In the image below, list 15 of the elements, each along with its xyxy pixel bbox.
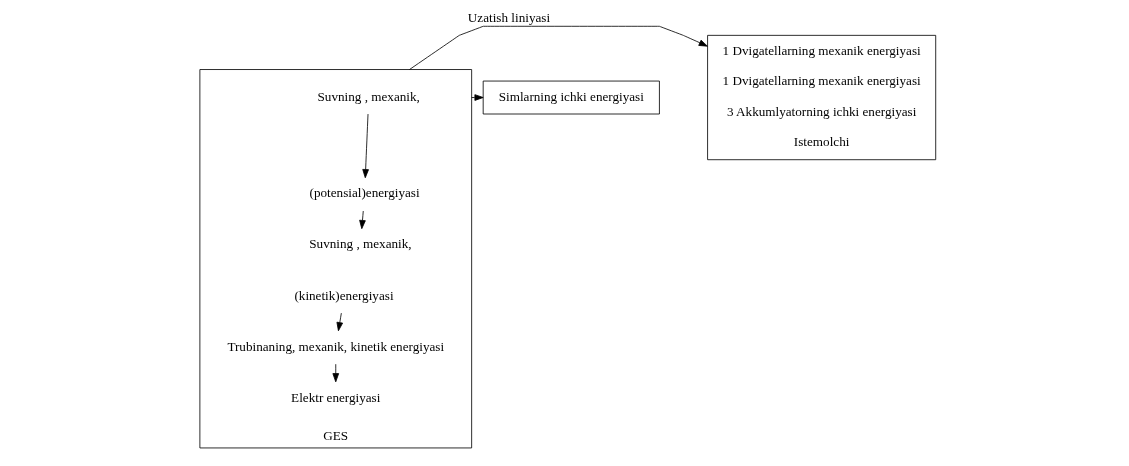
node-text: Elektr energiyasi — [291, 389, 381, 405]
arrow — [336, 312, 344, 332]
arrow — [332, 363, 340, 383]
node-text: Suvning , mexanik, — [309, 236, 412, 252]
arrow — [359, 210, 366, 230]
arrow — [471, 94, 484, 101]
node-text: Trubinaning, mexanik, kinetik energiyasi — [227, 338, 445, 354]
arrow — [409, 25, 708, 70]
node-text: (potensial)energiyasi — [309, 185, 420, 201]
edge-label: Uzatish liniyasi — [467, 10, 551, 26]
node-text: Suvning , mexanik, — [317, 88, 420, 104]
node-box: 1 Dvigatellarning mexanik energiyasi 1 Dvigatellarning mexanik energiyasi 3 Akkumlyatorning ichki energiyasi Istemolchi — [707, 34, 937, 161]
node-text: (kinetik)energiyasi — [294, 287, 394, 303]
node-box: Simlarning ichki energiyasi — [482, 80, 660, 115]
arrow — [362, 113, 369, 179]
